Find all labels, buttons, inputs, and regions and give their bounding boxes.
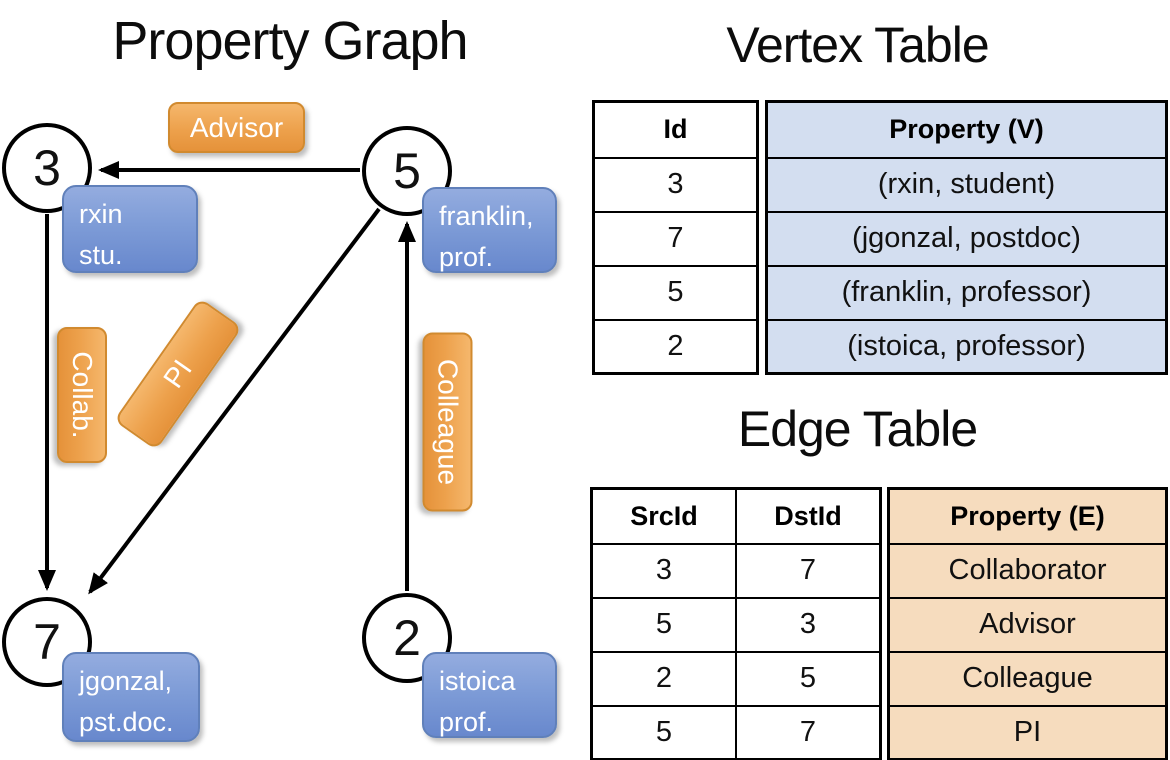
vertex-property-cell: (franklin, professor) xyxy=(765,264,1168,321)
edge-property-cell: Collaborator xyxy=(887,542,1168,599)
vertex-id-cell: 5 xyxy=(592,264,759,321)
edge-property-cell: Colleague xyxy=(887,650,1168,707)
vertex-label-istoica-line2: prof. xyxy=(439,706,494,737)
vertex-table-title: Vertex Table xyxy=(726,17,989,73)
edge-table-src-header: SrcId xyxy=(590,487,737,545)
vertex-id-cell: 2 xyxy=(592,318,759,375)
table-row: (istoica, professor) xyxy=(765,318,1168,375)
vertex-table-id-column: Id 3 7 5 2 xyxy=(592,100,759,375)
edge-property-cell: Advisor xyxy=(887,596,1168,653)
vertex-label-rxin-line1: rxin xyxy=(79,199,123,229)
edge-label-advisor: Advisor xyxy=(168,102,305,153)
table-row: 5 7 xyxy=(590,704,882,760)
edge-table-title: Edge Table xyxy=(737,401,978,457)
table-row: 3 7 xyxy=(590,542,882,599)
vertex-label-istoica-line1: istoica xyxy=(439,666,516,696)
edge-src-cell: 2 xyxy=(590,650,737,707)
edge-line-5-to-7-pi xyxy=(88,207,381,595)
vertex-label-jgonzal-line1: jgonzal, xyxy=(79,666,173,696)
vertex-label-franklin-line2: prof. xyxy=(439,241,494,272)
edge-dst-cell: 3 xyxy=(735,596,882,653)
vertex-table-property-column: Property (V) (rxin, student) (jgonzal, p… xyxy=(765,100,1168,375)
edge-src-cell: 5 xyxy=(590,704,737,760)
table-row: Collaborator xyxy=(887,542,1168,599)
vertex-property-cell: (istoica, professor) xyxy=(765,318,1168,375)
table-row: (rxin, student) xyxy=(765,156,1168,213)
vertex-label-franklin: franklin, prof. xyxy=(422,187,557,273)
vertex-node-5-id: 5 xyxy=(393,143,421,199)
edge-src-cell: 3 xyxy=(590,542,737,599)
edge-table-id-columns: SrcId DstId 3 7 5 3 2 5 5 7 xyxy=(590,487,882,760)
table-row: Colleague xyxy=(887,650,1168,707)
edge-src-cell: 5 xyxy=(590,596,737,653)
vertex-id-cell: 7 xyxy=(592,210,759,267)
vertex-table-id-header: Id xyxy=(592,100,759,159)
table-row: 7 xyxy=(592,210,759,267)
vertex-property-cell: (jgonzal, postdoc) xyxy=(765,210,1168,267)
vertex-node-3-id: 3 xyxy=(33,140,61,196)
vertex-label-rxin: rxin stu. xyxy=(62,185,198,273)
vertex-label-istoica: istoica prof. xyxy=(422,652,557,738)
edge-table-dst-header: DstId xyxy=(735,487,882,545)
vertex-node-2-id: 2 xyxy=(393,610,421,666)
table-row: (franklin, professor) xyxy=(765,264,1168,321)
graph-edges xyxy=(38,161,416,595)
vertex-id-cell: 3 xyxy=(592,156,759,213)
vertex-node-2: 2 xyxy=(362,593,452,683)
table-row: PI xyxy=(887,704,1168,760)
vertex-label-jgonzal-line2: pst.doc. xyxy=(79,706,174,737)
table-row: 2 xyxy=(592,318,759,375)
table-row: 2 5 xyxy=(590,650,882,707)
table-row: 5 3 xyxy=(590,596,882,653)
property-graph-title: Property Graph xyxy=(112,11,468,71)
edge-table-property-column: Property (E) Collaborator Advisor Collea… xyxy=(887,487,1168,760)
edge-property-cell: PI xyxy=(887,704,1168,760)
edge-label-colleague: Colleague xyxy=(422,332,473,512)
vertex-table-property-header: Property (V) xyxy=(765,100,1168,159)
vertex-property-cell: (rxin, student) xyxy=(765,156,1168,213)
vertex-node-5: 5 xyxy=(362,126,452,216)
edge-table-property-header: Property (E) xyxy=(887,487,1168,545)
table-row: 5 xyxy=(592,264,759,321)
vertex-node-7-id: 7 xyxy=(33,614,61,670)
edge-dst-cell: 5 xyxy=(735,650,882,707)
vertex-label-jgonzal: jgonzal, pst.doc. xyxy=(62,652,200,742)
table-row: (jgonzal, postdoc) xyxy=(765,210,1168,267)
edge-dst-cell: 7 xyxy=(735,704,882,760)
vertex-label-rxin-line2: stu. xyxy=(79,239,123,270)
edge-label-collab: Collab. xyxy=(57,327,107,463)
table-row: Advisor xyxy=(887,596,1168,653)
table-row: 3 xyxy=(592,156,759,213)
edge-dst-cell: 7 xyxy=(735,542,882,599)
vertex-label-franklin-line1: franklin, xyxy=(439,201,534,231)
